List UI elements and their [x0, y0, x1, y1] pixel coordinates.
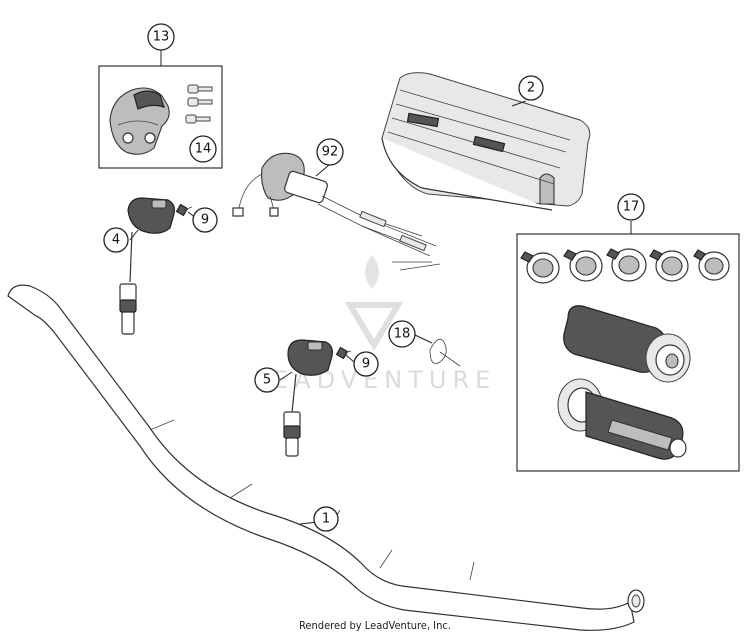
callout-18: 18 — [388, 320, 416, 348]
callout-5: 5 — [254, 367, 280, 393]
part-grip-lower-17 — [557, 378, 687, 460]
footer-credit: Rendered by LeadVenture, Inc. — [299, 619, 451, 632]
part-screw-9b — [335, 346, 352, 360]
callout-1: 1 — [313, 506, 339, 532]
leader-lines — [129, 50, 632, 525]
callout-17: 17 — [617, 193, 645, 221]
callout-92-label: 92 — [322, 145, 339, 160]
callout-5-label: 5 — [263, 373, 271, 388]
callout-2-label: 2 — [527, 81, 535, 96]
callout-4-label: 4 — [112, 233, 120, 248]
part-switch-5 — [283, 339, 333, 457]
callout-2: 2 — [518, 75, 544, 101]
callout-14-label: 14 — [195, 142, 212, 157]
callout-9a: 9 — [192, 207, 218, 233]
callout-9b: 9 — [353, 351, 379, 377]
callout-9a-label: 9 — [201, 213, 209, 228]
callout-9b-label: 9 — [362, 357, 370, 372]
part-handlebar-pad-2 — [381, 72, 591, 211]
part-cam-rings-17 — [520, 248, 730, 284]
callout-13: 13 — [147, 23, 175, 51]
callout-14: 14 — [189, 135, 217, 163]
part-switch-4 — [119, 197, 175, 335]
part-bolts-14 — [185, 84, 213, 124]
part-screw-9a — [175, 203, 193, 217]
callout-13-label: 13 — [153, 30, 170, 45]
part-clamp-13 — [109, 87, 170, 155]
callout-17-label: 17 — [623, 200, 640, 215]
part-handlebar-1 — [7, 284, 645, 631]
callout-4: 4 — [103, 227, 129, 253]
kit-box-17 — [516, 233, 740, 472]
part-grip-upper-17 — [563, 305, 691, 383]
part-cable-tie-18 — [429, 338, 461, 367]
callout-1-label: 1 — [322, 512, 330, 527]
part-throttle-92 — [232, 152, 441, 271]
callout-18-label: 18 — [394, 327, 411, 342]
callout-92: 92 — [316, 138, 344, 166]
